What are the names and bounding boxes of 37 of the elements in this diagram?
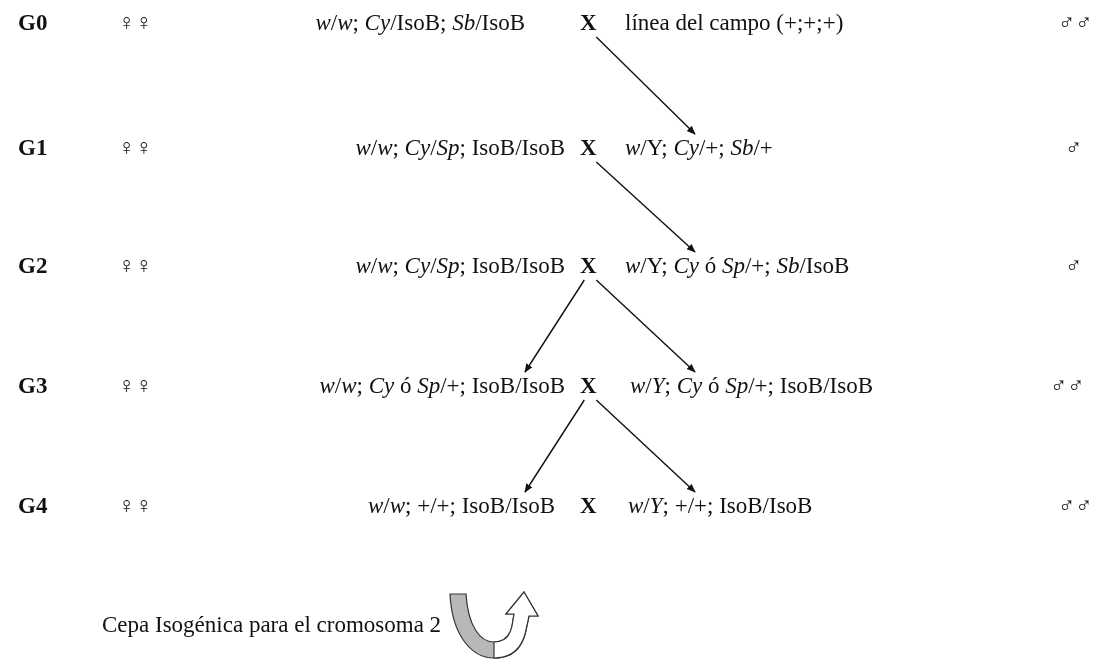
- sex-symbol: ♂: [1065, 135, 1083, 161]
- sex-symbol: ♂♂: [1050, 373, 1085, 399]
- cross-sign: X: [580, 373, 597, 399]
- sex-symbol: ♀♀: [118, 135, 153, 161]
- sex-symbol: ♀♀: [118, 10, 153, 36]
- genotype-text: w/Y; Cy ó Sp/+; Sb/IsoB: [625, 253, 850, 279]
- arrow: [595, 279, 696, 373]
- arrow: [524, 279, 585, 373]
- genotype-text: w/w; Cy/Sp; IsoB/IsoB: [355, 253, 565, 279]
- genotype-text: w/Y; Cy/+; Sb/+: [625, 135, 773, 161]
- arrow: [524, 399, 585, 493]
- genotype-text: w/Y; Cy ó Sp/+; IsoB/IsoB: [630, 373, 874, 399]
- generation-label: G4: [18, 493, 48, 519]
- cross-sign: X: [580, 493, 597, 519]
- arrow: [595, 399, 696, 493]
- genotype-text: w/w; Cy ó Sp/+; IsoB/IsoB: [319, 373, 565, 399]
- sex-symbol: ♂: [1065, 253, 1083, 279]
- cross-sign: X: [580, 135, 597, 161]
- generation-label: G0: [18, 10, 48, 36]
- sex-symbol: ♀♀: [118, 493, 153, 519]
- sex-symbol: ♂♂: [1058, 10, 1093, 36]
- strain-note: Cepa Isogénica para el cromosoma 2: [102, 612, 442, 638]
- generation-label: G3: [18, 373, 48, 399]
- genotype-text: w/w; +/+; IsoB/IsoB: [368, 493, 555, 519]
- sex-symbol: ♀♀: [118, 253, 153, 279]
- generation-label: G1: [18, 135, 48, 161]
- arrow: [595, 161, 696, 253]
- genotype-text: línea del campo (+;+;+): [625, 10, 844, 36]
- genotype-text: w/w; Cy/Sp; IsoB/IsoB: [355, 135, 565, 161]
- genotype-text: w/w; Cy/IsoB; Sb/IsoB: [315, 10, 525, 36]
- sex-symbol: ♂♂: [1058, 493, 1093, 519]
- genotype-text: w/Y; +/+; IsoB/IsoB: [628, 493, 813, 519]
- generation-label: G2: [18, 253, 48, 279]
- arrow: [595, 36, 696, 135]
- cross-sign: X: [580, 10, 597, 36]
- sex-symbol: ♀♀: [118, 373, 153, 399]
- cross-sign: X: [580, 253, 597, 279]
